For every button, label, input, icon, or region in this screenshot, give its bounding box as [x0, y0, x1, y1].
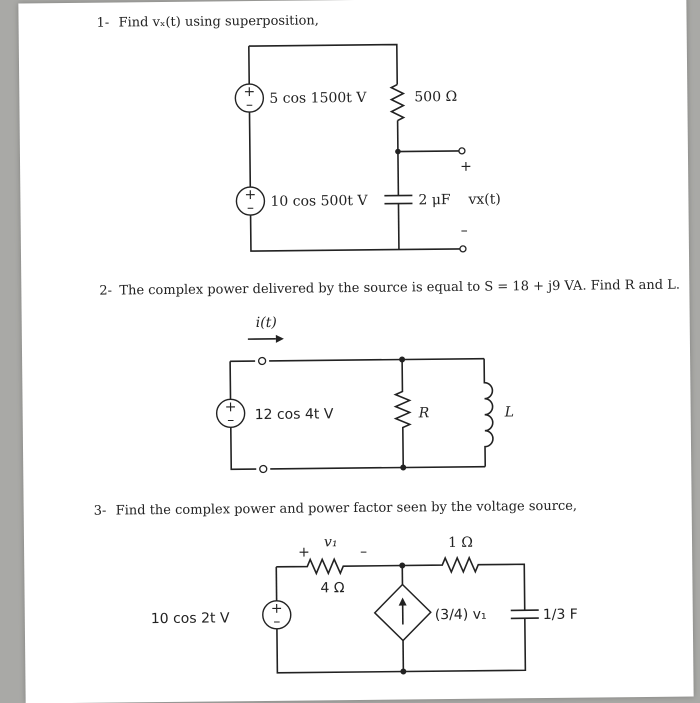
q2-src-minus: –: [227, 412, 234, 428]
q1-out-minus: –: [461, 223, 468, 239]
q1-wire-mid: [398, 121, 399, 196]
q3-circuit: v₁ + – 1 Ω 4 Ω (3/4) v₁ + – 10 cos 2t V …: [150, 532, 578, 677]
q2-terminal-bottom: [260, 465, 267, 472]
q3-src-minus: –: [273, 614, 280, 630]
q3-cap-label: 1/3 F: [543, 607, 578, 623]
q1-output-label: vx(t): [467, 191, 501, 207]
q3-v1-label: v₁: [324, 534, 338, 550]
q2-text: The complex power delivered by the sourc…: [119, 278, 680, 299]
q1-wire-left-bottom: [249, 44, 461, 251]
q1-number: 1-: [96, 16, 109, 31]
q1-wire-out-top: [398, 151, 460, 152]
q2-wire-bottom: [270, 467, 485, 469]
q3-node-top: [399, 562, 405, 568]
q1-cap-label: 2 μF: [418, 192, 451, 208]
q3-r4-label: 4 Ω: [320, 580, 345, 596]
q2-circuit: i(t) + – 12 cos 4t V R L: [216, 312, 515, 473]
q2-terminal-top: [259, 357, 266, 364]
q3-node-bottom: [400, 668, 406, 674]
q1-src2-label: 10 cos 500t V: [270, 193, 368, 210]
q2-current-arrow-head: [276, 335, 284, 343]
q1-src1-minus: –: [246, 97, 253, 113]
q1-resistor-500: [391, 84, 403, 120]
worksheet-svg: 1- Find vₓ(t) using superposition, + – 5…: [18, 0, 693, 703]
q1-node: [395, 149, 401, 155]
q1-out-plus: +: [460, 159, 472, 175]
q1-resistor-label: 500 Ω: [414, 89, 457, 105]
q3-dep-label: (3/4) v₁: [435, 607, 487, 624]
q3-number: 3-: [94, 504, 107, 519]
q1-src1-label: 5 cos 1500t V: [269, 90, 367, 107]
q1-text: Find vₓ(t) using superposition,: [118, 13, 319, 30]
q3-text: Find the complex power and power factor …: [116, 499, 578, 519]
q3-src-label: 10 cos 2t V: [151, 610, 230, 627]
q3-v1-plus: +: [298, 544, 310, 560]
q3-v1-minus: –: [360, 544, 367, 560]
worksheet-page: 1- Find vₓ(t) using superposition, + – 5…: [18, 0, 693, 703]
q2-wire-top: [269, 359, 484, 361]
q1-terminal-top: [459, 148, 465, 154]
q2-node-top: [399, 356, 405, 362]
q1-wire-top: [249, 45, 397, 87]
q2-inductor-label: L: [504, 404, 514, 420]
q3-r1-label: 1 Ω: [448, 535, 473, 551]
q2-inductor-L: [484, 359, 493, 467]
q2-node-bottom: [400, 464, 406, 470]
q2-number: 2-: [99, 284, 112, 299]
q2-resistor-R: [395, 359, 410, 467]
q2-current-label: i(t): [256, 315, 277, 331]
q2-resistor-label: R: [418, 405, 430, 421]
q1-circuit: + – 5 cos 1500t V + – 10 cos 500t V 500 …: [235, 43, 502, 254]
q1-terminal-bottom: [460, 246, 466, 252]
q2-src-label: 12 cos 4t V: [255, 406, 334, 423]
q1-src2-minus: –: [247, 200, 254, 216]
